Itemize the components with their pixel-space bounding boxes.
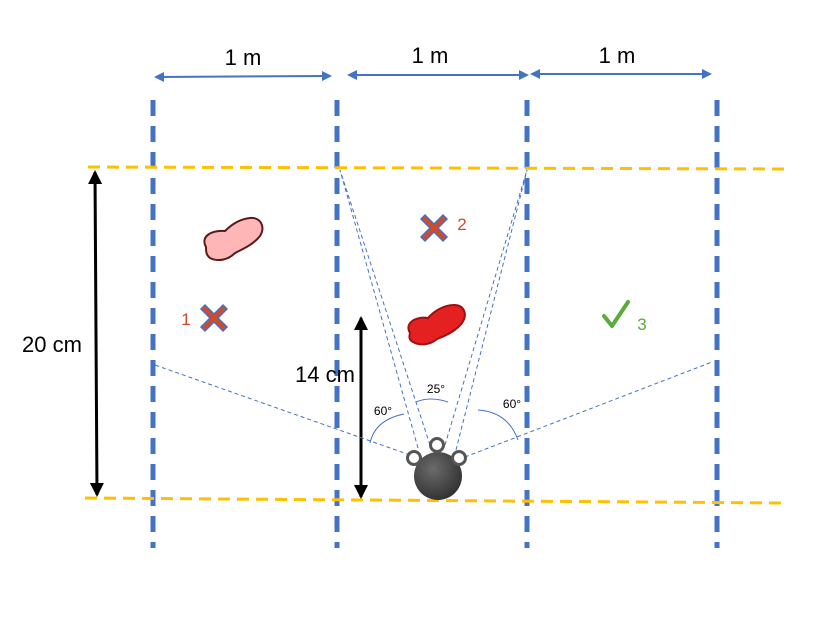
angle-arc-left — [369, 413, 405, 444]
check-icon-3 — [602, 300, 630, 328]
footprint-dark-icon — [407, 303, 466, 346]
marker-number-3: 3 — [637, 315, 646, 334]
height-total-label: 20 cm — [22, 332, 82, 357]
width-arrow-1 — [154, 71, 332, 82]
marker-number-1: 1 — [181, 310, 190, 329]
marker-number-2: 2 — [457, 215, 466, 234]
angle-label-center: 25° — [427, 382, 445, 396]
angle-arc-right — [477, 409, 519, 441]
angle-arc-center — [415, 398, 449, 403]
footprint-light-icon — [203, 216, 264, 262]
width-label-3: 1 m — [599, 43, 636, 68]
height-arrow-total — [88, 170, 104, 497]
sensor-fov-lines — [154, 169, 713, 458]
cross-icon-1 — [199, 303, 229, 333]
angle-label-left: 60° — [374, 404, 392, 418]
bottom-boundary-line — [84, 496, 786, 505]
angle-label-right: 60° — [503, 397, 521, 411]
robot-icon — [406, 437, 467, 500]
width-label-1: 1 m — [225, 45, 262, 70]
width-label-2: 1 m — [412, 43, 449, 68]
cross-icon-2 — [419, 213, 449, 243]
height-sensor-label: 14 cm — [295, 362, 355, 387]
top-boundary-line — [87, 165, 786, 171]
